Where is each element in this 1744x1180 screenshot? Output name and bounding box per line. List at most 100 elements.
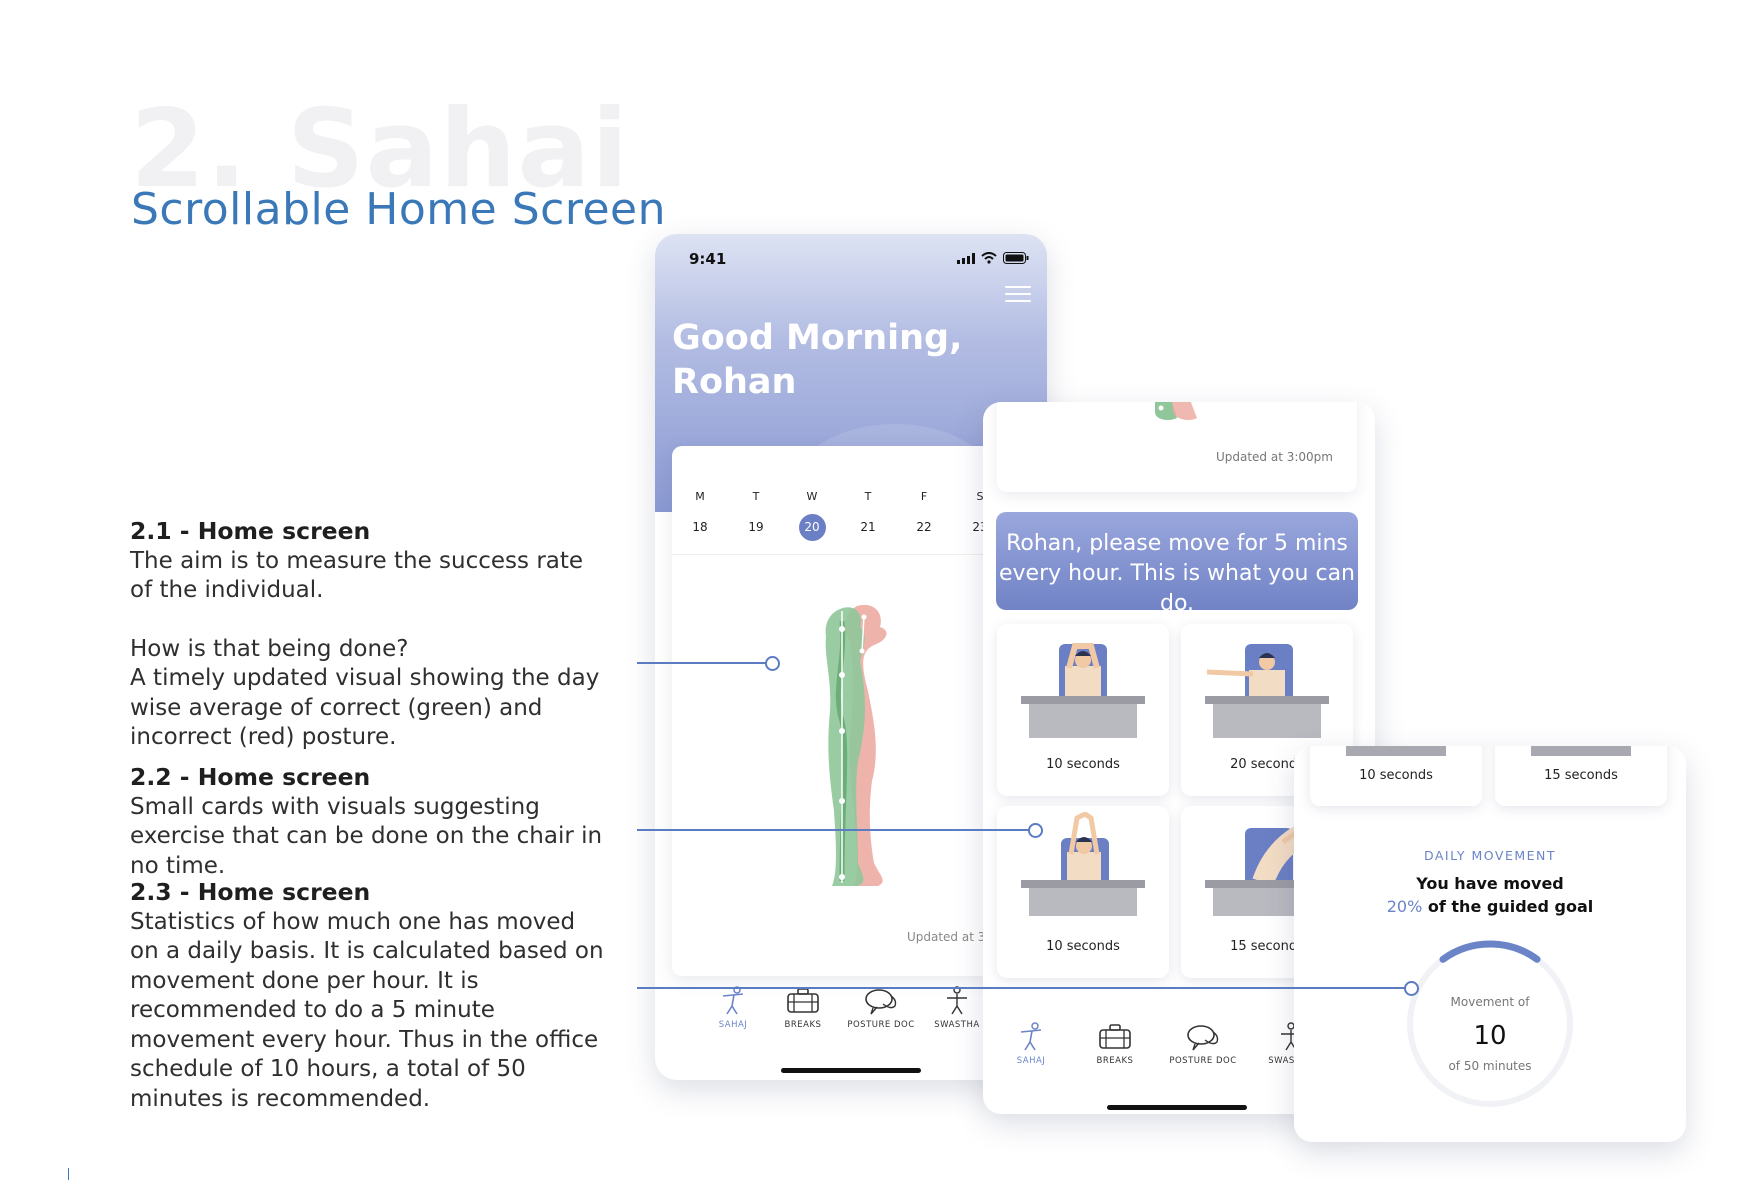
connector-line-2-3 [637, 987, 1406, 989]
ghost-title: 2. Sahai [130, 87, 630, 212]
daily-movement-title: DAILY MOVEMENT [1423, 848, 1557, 863]
ring-value: 10 [1473, 1021, 1506, 1051]
briefcase-icon [787, 988, 819, 1013]
section-2-2: 2.2 - Home screen Small cards with visua… [130, 763, 610, 881]
connector-line-2-1 [637, 662, 767, 664]
duration-label: 10 seconds [1359, 768, 1433, 783]
home-indicator [1107, 1105, 1247, 1110]
weekday-label: T [752, 490, 760, 503]
section-heading: 2.2 - Home screen [130, 763, 371, 791]
phone-daily-movement-screen: 10 seconds 15 seconds DAILY MOVEMENT You… [1294, 746, 1686, 1142]
section-text: How is that being done? [130, 635, 409, 662]
week-date-row: 18 19 20 21 22 23 [672, 514, 1032, 541]
ring-sub-caption: of 50 minutes [1448, 1059, 1531, 1073]
exercise-card[interactable]: 15 seconds [1495, 746, 1667, 806]
weekday-label: T [864, 490, 872, 503]
feet-illustration [1155, 402, 1197, 420]
banner-line: every hour. This is what you can do. [999, 561, 1355, 616]
status-icons [957, 252, 1029, 264]
movement-progress-ring: Movement of 10 of 50 minutes [1407, 940, 1573, 1107]
tab-label: BREAKS [784, 1020, 822, 1030]
connector-dot [765, 656, 780, 671]
tab-breaks[interactable]: BREAKS [763, 986, 843, 1030]
tab-posture-doc[interactable]: POSTURE DOC [1163, 1022, 1243, 1066]
section-2-3: 2.3 - Home screen Statistics of how much… [130, 878, 610, 1114]
date-18[interactable]: 18 [692, 520, 708, 534]
greeting: Good Morning, Rohan [672, 316, 962, 404]
hands-up-stretch-illustration [1021, 812, 1145, 916]
signal-icon [957, 252, 975, 264]
posture-card-bottom: Updated at 3:00pm [997, 402, 1357, 492]
chat-bubble-icon [1187, 1025, 1219, 1051]
tab-breaks[interactable]: BREAKS [1075, 1022, 1155, 1066]
duration-label: 10 seconds [1046, 757, 1120, 772]
exercise-card[interactable]: 20 seconds [1181, 624, 1353, 796]
section-heading: 2.3 - Home screen [130, 878, 371, 906]
battery-icon [1003, 252, 1029, 264]
chat-bubble-icon [865, 989, 897, 1015]
tab-label: SWASTHA [1268, 1056, 1314, 1066]
goal-text: of the guided goal [1427, 897, 1594, 916]
banner-line: Rohan, please move for 5 mins [1006, 531, 1348, 556]
duration-label: 20 seconds [1230, 757, 1304, 772]
home-indicator [781, 1068, 921, 1073]
exercise-card[interactable]: 10 seconds [997, 806, 1169, 978]
date-21[interactable]: 21 [860, 520, 876, 534]
movement-reminder-banner: Rohan, please move for 5 mins every hour… [996, 512, 1358, 616]
selected-date-badge: 20 [798, 514, 826, 541]
section-text: The aim is to measure the success rate o… [130, 547, 584, 604]
tab-sahaj[interactable]: SAHAJ [991, 1022, 1071, 1066]
connector-line-2-2 [637, 829, 1030, 831]
arms-overhead-stretch-illustration [1021, 643, 1145, 738]
tab-posture-doc[interactable]: POSTURE DOC [841, 986, 921, 1030]
hamburger-menu-icon[interactable] [1005, 286, 1031, 307]
status-time: 9:41 [689, 250, 727, 268]
section-text: A timely updated visual showing the day … [130, 665, 600, 750]
section-text: Small cards with visuals suggesting exer… [130, 793, 603, 879]
section-2-1: 2.1 - Home screen The aim is to measure … [130, 517, 610, 753]
date-19[interactable]: 19 [748, 520, 764, 534]
tab-label: SWASTHA [934, 1020, 980, 1030]
connector-dot [1028, 823, 1043, 838]
duration-label: 15 seconds [1230, 939, 1304, 954]
tab-label: POSTURE DOC [847, 1020, 915, 1030]
date-20-selected[interactable]: 20 [784, 514, 840, 541]
weekday-label: M [695, 490, 705, 503]
ring-caption: Movement of [1451, 995, 1531, 1009]
tab-label: BREAKS [1096, 1056, 1134, 1066]
week-day-row: M T W T F S [672, 490, 1032, 503]
posture-card: M T W T F S 18 19 20 21 22 23 [672, 446, 1032, 976]
tab-sahaj[interactable]: SAHAJ [693, 986, 773, 1030]
phone-home-screen: 9:41 Good Morning, Rohan M T W T F S 18 … [655, 234, 1047, 1080]
posture-figure-illustration [825, 604, 887, 886]
progress-arc [1439, 940, 1541, 963]
movement-summary-line: You have moved [1416, 874, 1564, 893]
exercise-card[interactable]: 10 seconds [997, 624, 1169, 796]
user-name: Rohan [672, 362, 797, 402]
goal-percent: 20% [1386, 897, 1423, 916]
bottom-tab-bar: SAHAJ BREAKS POSTURE DOC SWASTHA [655, 986, 1047, 1076]
tab-label: POSTURE DOC [1169, 1056, 1237, 1066]
yoga-figure-icon [1020, 1022, 1042, 1051]
updated-timestamp: Updated at 3:00pm [1215, 450, 1333, 464]
tab-swastha[interactable]: SWASTHA [917, 986, 997, 1030]
briefcase-icon [1099, 1024, 1131, 1049]
page-title: Scrollable Home Screen [131, 184, 666, 235]
tab-label: SAHAJ [718, 1020, 748, 1030]
weekday-label: W [806, 490, 818, 503]
section-text: Statistics of how much one has moved on … [130, 908, 604, 1112]
weekday-label: F [920, 490, 928, 503]
yoga-figure-icon [722, 986, 744, 1015]
exercise-card[interactable]: 10 seconds [1310, 746, 1482, 806]
arm-extension-illustration [1205, 644, 1329, 738]
wifi-icon [981, 252, 997, 264]
movement-goal-line: 20% of the guided goal [1294, 897, 1686, 916]
weekday-label: S [976, 490, 984, 503]
bottom-tab-bar: SAHAJ BREAKS POSTURE DOC SWASTHA [983, 1022, 1375, 1112]
date-22[interactable]: 22 [916, 520, 932, 534]
section-heading: 2.1 - Home screen [130, 517, 371, 545]
duration-label: 10 seconds [1046, 939, 1120, 954]
body-figure-icon [947, 986, 967, 1015]
duration-label: 15 seconds [1544, 768, 1618, 783]
page-marker [68, 1168, 69, 1180]
